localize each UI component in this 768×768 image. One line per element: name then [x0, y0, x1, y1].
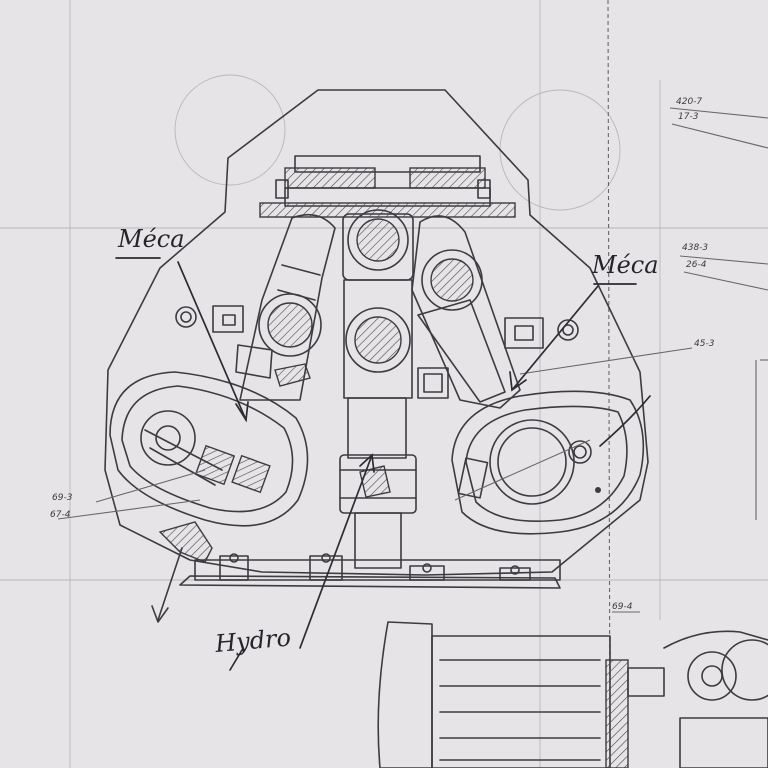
- leader-lines: [57, 107, 768, 613]
- right-oval-drive: [451, 390, 645, 535]
- main-housing: [104, 89, 649, 576]
- annotation-meca-right: Méca: [591, 251, 659, 279]
- left-arm: [212, 213, 336, 401]
- part-ref-420-7: 420-7: [676, 97, 702, 107]
- left-oval-drive: [109, 371, 309, 623]
- top-cap-assembly: [259, 155, 516, 218]
- base-plate: [179, 553, 561, 589]
- part-ref-45-3: 45-3: [694, 339, 715, 349]
- center-column: [339, 279, 449, 569]
- part-ref-438-3: 438-3: [682, 243, 708, 253]
- top-center-roller: [342, 209, 414, 281]
- hand-annotation-arrows: [115, 257, 651, 671]
- right-arm: [411, 215, 544, 409]
- part-ref-17-3: 17-3: [678, 112, 699, 122]
- annotation-hydro: Hydro: [213, 623, 292, 658]
- motor-assembly: [377, 621, 768, 768]
- part-ref-69-3: 69-3: [52, 493, 73, 503]
- annotation-meca-left: Méca: [117, 225, 185, 253]
- part-ref-69-4: 69-4: [612, 602, 633, 612]
- fixing-holes: [175, 306, 579, 341]
- part-ref-26-4: 26-4: [686, 260, 707, 270]
- part-ref-67-4: 67-4: [50, 510, 71, 520]
